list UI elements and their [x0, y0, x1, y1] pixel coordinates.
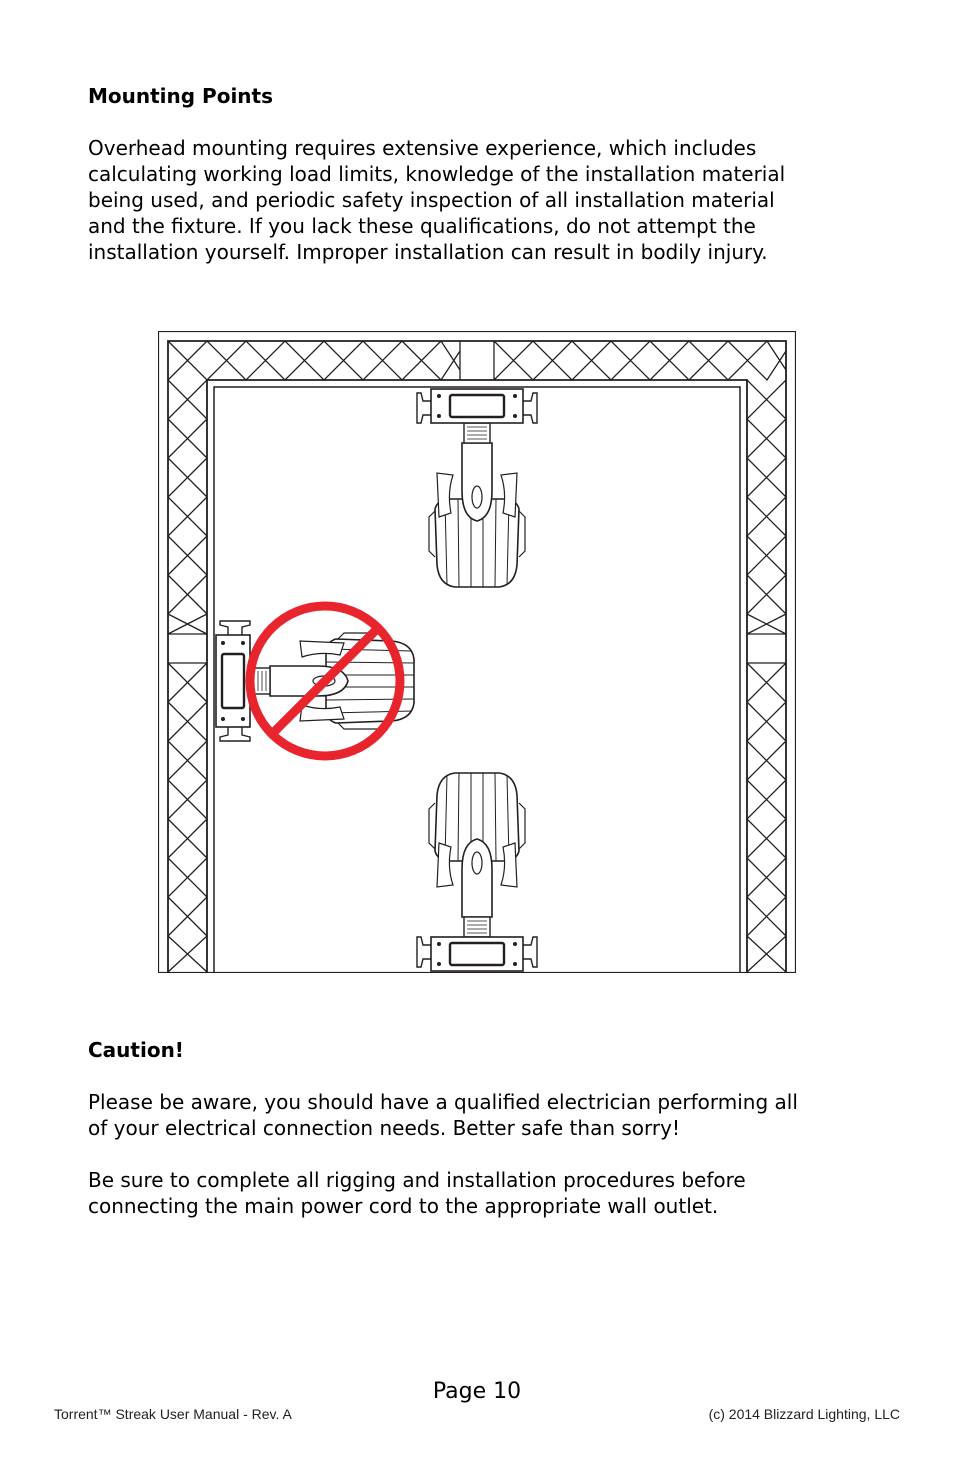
page-number: Page 10: [432, 1379, 522, 1404]
caution-paragraph-electrician: Please be aware, you should have a quali…: [88, 1090, 798, 1140]
mounting-points-paragraph: Overhead mounting requires extensive exp…: [88, 136, 786, 264]
footer-copyright: (c) 2014 Blizzard Lighting, LLC: [708, 1406, 900, 1422]
footer-manual-title: Torrent™ Streak User Manual - Rev. A: [54, 1406, 292, 1422]
caution-paragraph-rigging: Be sure to complete all rigging and inst…: [88, 1168, 746, 1218]
prohibition-icon: [245, 601, 405, 761]
truss-mounting-diagram: [158, 331, 796, 973]
mounting-points-heading: Mounting Points: [88, 84, 274, 108]
caution-heading: Caution!: [88, 1038, 184, 1062]
